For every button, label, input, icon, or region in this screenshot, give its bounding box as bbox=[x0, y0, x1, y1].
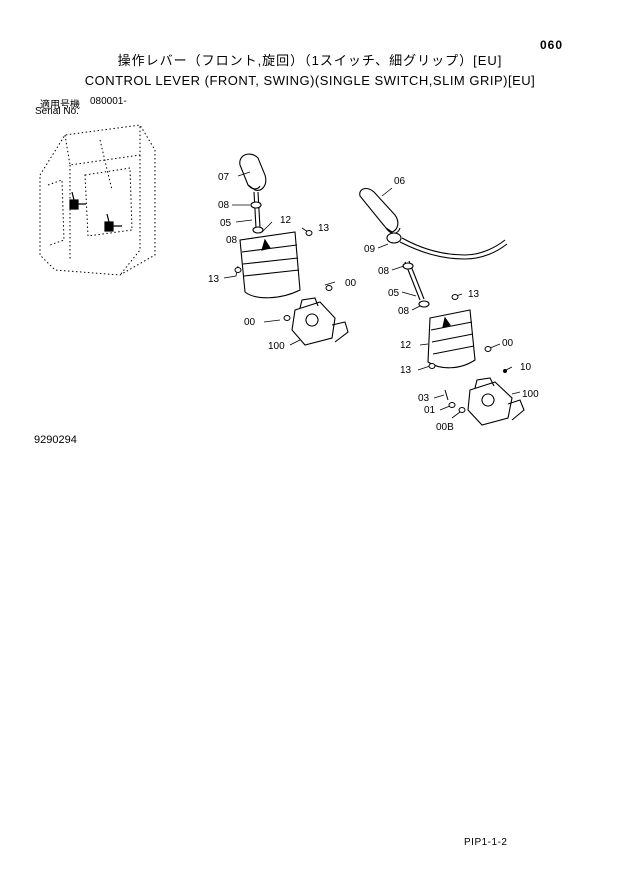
right-callouts: 06 09 08 05 13 08 12 00 10 13 03 01 100 … bbox=[364, 176, 539, 433]
callout-05b: 05 bbox=[388, 288, 400, 299]
callout-06: 06 bbox=[394, 176, 406, 187]
callout-05: 05 bbox=[220, 218, 232, 229]
callout-00b: 00 bbox=[244, 317, 256, 328]
serial-value: 080001- bbox=[90, 96, 127, 107]
right-leaders bbox=[377, 187, 521, 419]
callout-00B: 00B bbox=[436, 422, 454, 433]
left-lever bbox=[239, 153, 349, 346]
callout-13: 13 bbox=[318, 223, 330, 234]
callout-08d: 08 bbox=[398, 306, 410, 317]
callout-00c: 00 bbox=[502, 338, 514, 349]
callout-13d: 13 bbox=[400, 365, 412, 376]
callout-13b: 13 bbox=[208, 274, 220, 285]
cab-outline bbox=[39, 124, 156, 276]
left-callouts: 07 08 05 12 13 08 13 00 00 100 bbox=[208, 172, 357, 352]
callout-10: 10 bbox=[520, 362, 532, 373]
callout-07: 07 bbox=[218, 172, 230, 183]
callout-100b: 100 bbox=[522, 389, 539, 400]
title-japanese: 操作レバー（フロント,旋回）（1スイッチ、細グリップ）[EU] bbox=[117, 53, 503, 68]
right-small-parts bbox=[428, 294, 507, 413]
footer-code: PIP1-1-2 bbox=[464, 837, 508, 848]
serial-label-jp: 適用号機 bbox=[40, 100, 80, 111]
left-small-parts bbox=[234, 230, 333, 321]
callout-13c: 13 bbox=[468, 289, 480, 300]
callout-03: 03 bbox=[418, 393, 430, 404]
callout-08: 08 bbox=[218, 200, 230, 211]
serial-label-en: Serial No. bbox=[35, 106, 79, 117]
callout-00: 00 bbox=[345, 278, 357, 289]
callout-12b: 12 bbox=[400, 340, 412, 351]
right-lever bbox=[359, 187, 525, 426]
callout-01: 01 bbox=[424, 405, 436, 416]
callout-100: 100 bbox=[268, 341, 285, 352]
callout-08c: 08 bbox=[378, 266, 390, 277]
cab-lever-marker bbox=[69, 191, 122, 232]
title-english: CONTROL LEVER (FRONT, SWING)(SINGLE SWIT… bbox=[84, 73, 536, 88]
callout-09: 09 bbox=[364, 244, 376, 255]
callout-08b: 08 bbox=[226, 235, 238, 246]
page-number: 060 bbox=[540, 38, 564, 52]
callout-12: 12 bbox=[280, 215, 292, 226]
figure-number: 9290294 bbox=[34, 434, 77, 446]
